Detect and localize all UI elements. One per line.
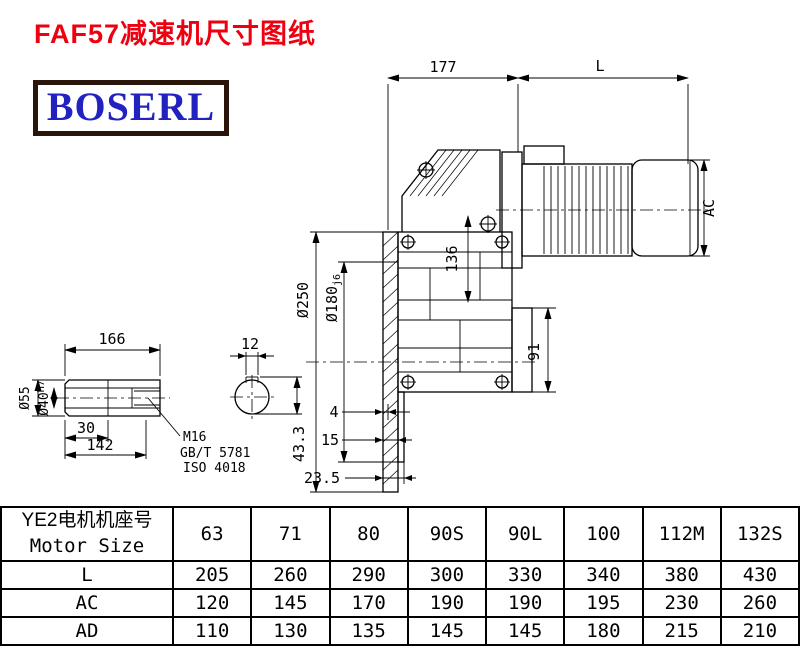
dim-40-label: Ø40H7 [36, 380, 52, 416]
dim-ac-group: AC [660, 159, 718, 257]
table-row-AC: AC 120 145 170 190 190 195 230 260 [0, 588, 800, 618]
value-L-0: 205 [171, 560, 253, 590]
value-AD-0: 110 [171, 616, 253, 646]
dimension-table: YE2电机机座号 Motor Size 63 71 80 90S 90L 100… [0, 506, 800, 646]
dim-L-label: L [595, 57, 604, 75]
motor-size-100: 100 [563, 506, 644, 562]
motor-size-80: 80 [328, 506, 409, 562]
thread-std-gb-label: GB/T 5781 [180, 446, 250, 461]
dim-55-label: Ø55 [18, 386, 33, 409]
value-AC-0: 120 [171, 588, 253, 618]
table-row-AD: AD 110 130 135 145 145 180 215 210 [0, 616, 800, 646]
value-AC-7: 260 [719, 588, 800, 618]
boserl-logo: BOSERL [33, 80, 229, 136]
dim-136-group: 136 [443, 215, 472, 303]
value-AC-5: 195 [563, 588, 644, 618]
motor-size-90s: 90S [406, 506, 488, 562]
row-label-AD: AD [0, 616, 174, 646]
dim-166-label: 166 [98, 330, 125, 348]
table-row-L: L 205 260 290 300 330 340 380 430 [0, 560, 800, 590]
thread-std-iso-label: ISO 4018 [183, 461, 246, 476]
logo-text: BOSERL [46, 83, 216, 129]
value-AC-3: 190 [406, 588, 488, 618]
dim-91-label: 91 [525, 343, 543, 361]
row-label-L: L [0, 560, 174, 590]
dim-30-label: 30 [77, 419, 95, 437]
dim-offsets-group: 4 15 23.5 [304, 403, 416, 487]
value-AC-6: 230 [641, 588, 722, 618]
motor-size-112m: 112M [641, 506, 722, 562]
dim-43-3-label: 43.3 [290, 426, 308, 462]
mounting-flange [306, 231, 536, 493]
table-header-row: YE2电机机座号 Motor Size 63 71 80 90S 90L 100… [0, 506, 800, 562]
dim-180-label: Ø180j6 [323, 274, 343, 322]
gearbox-housing [397, 231, 533, 393]
motor-size-header-cn: YE2电机机座号 [21, 510, 153, 532]
dim-180-group: Ø180j6 [323, 261, 404, 463]
shaft-end-view: 12 43.3 [230, 335, 308, 462]
motor-size-63: 63 [171, 506, 253, 562]
value-AD-7: 210 [719, 616, 800, 646]
value-L-4: 330 [484, 560, 566, 590]
value-L-2: 290 [328, 560, 409, 590]
dim-23-5-label: 23.5 [304, 469, 340, 487]
motor-size-90l: 90L [484, 506, 566, 562]
value-AD-3: 145 [406, 616, 488, 646]
motor-size-header-cell: YE2电机机座号 Motor Size [0, 506, 174, 562]
value-AD-2: 135 [328, 616, 409, 646]
row-label-AC: AC [0, 588, 174, 618]
motor-size-132s: 132S [719, 506, 800, 562]
value-L-3: 300 [406, 560, 488, 590]
dim-142-label: 142 [86, 436, 113, 454]
value-L-5: 340 [563, 560, 644, 590]
value-L-1: 260 [250, 560, 331, 590]
value-L-7: 430 [719, 560, 800, 590]
value-AD-1: 130 [250, 616, 331, 646]
dim-177-label: 177 [429, 58, 456, 76]
value-AC-4: 190 [484, 588, 566, 618]
dim-91-group: 91 [525, 307, 556, 393]
shaft-dims: 166 30 142 Ø55 Ø40H7 M16 GB/T 5781 ISO 4… [18, 330, 250, 476]
value-AC-1: 145 [250, 588, 331, 618]
value-AD-5: 180 [563, 616, 644, 646]
dim-4-label: 4 [329, 403, 338, 421]
gearbox-input-head [401, 149, 501, 233]
dim-250-label: Ø250 [294, 282, 312, 318]
page-title: FAF57减速机尺寸图纸 [34, 19, 317, 49]
dim-250-group: Ø250 [294, 231, 398, 493]
dim-ac-label: AC [700, 199, 718, 217]
dim-136-label: 136 [443, 245, 461, 272]
thread-label: M16 [183, 430, 206, 445]
motor-size-header-en: Motor Size [29, 535, 145, 557]
technical-drawing: 177 L AC [18, 57, 718, 493]
shaft-detail [56, 379, 181, 437]
motor-size-71: 71 [250, 506, 331, 562]
dim-top-group: 177 L [387, 57, 689, 230]
dim-12-label: 12 [241, 335, 259, 353]
dim-15-label: 15 [321, 431, 339, 449]
value-AC-2: 170 [328, 588, 409, 618]
motor-outline [496, 145, 714, 269]
value-AD-6: 215 [641, 616, 722, 646]
value-AD-4: 145 [484, 616, 566, 646]
value-L-6: 380 [641, 560, 722, 590]
